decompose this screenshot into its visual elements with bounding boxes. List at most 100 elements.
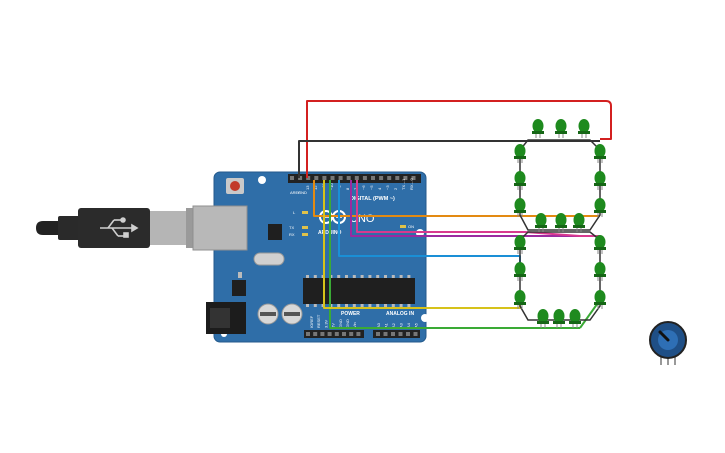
green-led-bulb[interactable] [594,144,606,158]
digital-pin-hole[interactable] [314,176,319,180]
capacitor-mark [260,312,276,316]
green-led-bulb[interactable] [594,198,606,212]
wire-green[interactable] [329,180,580,329]
green-led-base [514,156,526,159]
digital-pin-hole[interactable] [290,176,294,180]
analog-pin-label: A1 [384,322,389,328]
green-led-bulb[interactable] [532,119,544,133]
analog-pin-hole[interactable] [383,332,388,336]
digital-pin-hole[interactable] [322,176,327,180]
wire-black[interactable] [298,140,600,178]
green-led-bulb[interactable] [514,171,526,185]
green-led-bulb[interactable] [514,262,526,276]
power-pin-label: GND [345,319,350,328]
digital-pin-hole[interactable] [306,176,311,180]
green-led-bulb[interactable] [535,213,547,227]
power-pin-hole[interactable] [356,332,361,336]
digital-pin-hole[interactable] [362,176,367,180]
green-led-base [555,131,567,134]
green-led-base [532,131,544,134]
green-led-base [555,225,567,228]
green-led-bulb[interactable] [569,309,581,323]
chip-pin [337,275,341,278]
chip-pin [368,275,372,278]
green-led-bulb[interactable] [578,119,590,133]
usb-connector-tip [186,208,196,248]
green-led-bulb[interactable] [555,119,567,133]
analog-header [373,330,420,338]
green-led-bulb[interactable] [594,262,606,276]
digital-pin-label: 7 [353,187,358,190]
green-led-base [594,210,606,213]
power-pin-hole[interactable] [313,332,318,336]
digital-pin-hole[interactable] [379,176,384,180]
wire-red[interactable] [306,100,612,178]
green-led-bulb[interactable] [573,213,585,227]
digital-header [288,174,421,183]
green-led-base [514,210,526,213]
digital-pin-hole[interactable] [411,176,416,180]
power-jack-inner [210,308,230,328]
green-led-bulb[interactable] [514,235,526,249]
green-led-bulb[interactable] [555,213,567,227]
wire-purple[interactable] [350,180,600,237]
analog-pin-hole[interactable] [398,332,403,336]
power-pin-hole[interactable] [306,332,310,336]
green-led-base [594,247,606,250]
power-pin-hole[interactable] [342,332,346,336]
usb-cable-end [36,221,60,235]
segment-outline [519,139,601,321]
green-led-bulb[interactable] [514,290,526,304]
chip-pin [313,304,317,307]
analog-pin-hole[interactable] [391,332,395,336]
label-aref: AREF [290,190,301,195]
analog-pin-hole[interactable] [406,332,410,336]
chip-pin [376,275,380,278]
green-led-bulb[interactable] [594,235,606,249]
chip-pin [360,304,364,307]
analog-pin-hole[interactable] [413,332,418,336]
analog-pin-hole[interactable] [376,332,380,336]
chip-pin [407,304,411,307]
green-led-bulb[interactable] [553,309,565,323]
atmega-chip [303,278,415,304]
potentiometer[interactable] [649,321,687,365]
usb-connector-metal [150,211,186,245]
power-header [304,330,364,338]
seven-segment-led-display[interactable] [514,119,606,328]
power-pin-hole[interactable] [327,332,332,336]
green-led-bulb[interactable] [594,290,606,304]
reset-button-cap[interactable] [230,181,240,191]
digital-pin-hole[interactable] [403,176,408,180]
analog-pin-label: A5 [414,322,419,328]
power-header-label: POWER [341,311,360,317]
green-led-bulb[interactable] [514,144,526,158]
analog-pin-label: A2 [391,322,396,328]
chip-pin [384,304,387,307]
green-led-bulb[interactable] [514,198,526,212]
green-led-base [594,302,606,305]
power-pin-hole[interactable] [349,332,354,336]
green-led-bulb[interactable] [537,309,549,323]
digital-pin-hole[interactable] [298,176,303,180]
digital-pin-hole[interactable] [395,176,400,180]
digital-pin-hole[interactable] [371,176,375,180]
digital-pin-label: 12 [313,185,318,190]
power-pin-label: IOREF [309,315,314,328]
digital-pin-hole[interactable] [330,176,335,180]
wire-pink[interactable] [356,180,600,237]
digital-pin-hole[interactable] [346,176,351,180]
power-pin-hole[interactable] [334,332,339,336]
analog-pin-label: A4 [406,322,411,328]
digital-pin-hole[interactable] [387,176,392,180]
digital-pin-hole[interactable] [338,176,343,180]
digital-pin-hole[interactable] [354,176,359,180]
usb-cable[interactable] [36,208,196,248]
chip-pin [360,275,364,278]
power-pin-hole[interactable] [320,332,325,336]
green-led-bulb[interactable] [594,171,606,185]
